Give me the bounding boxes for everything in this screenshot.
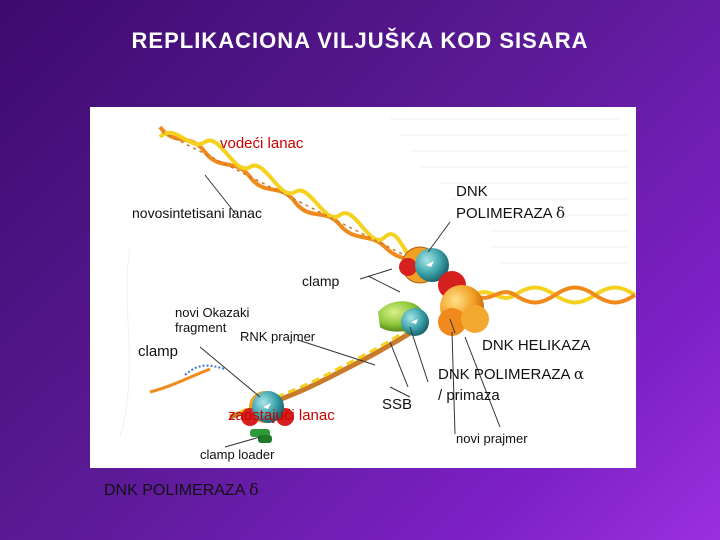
- ssb-label: SSB: [382, 396, 413, 413]
- clamp-left-label: clamp: [138, 343, 179, 360]
- parental-dna-helix: [473, 285, 636, 305]
- helicase: [438, 271, 489, 336]
- pol-alpha-label-line2: / primaza: [438, 387, 500, 404]
- okazaki-label-line2: fragment: [175, 320, 227, 335]
- clamp-top-label: clamp: [302, 273, 340, 289]
- okazaki-label-line1: novi Okazaki: [175, 305, 250, 320]
- pol-delta-top-label-line2: POLIMERAZA δ: [456, 204, 565, 222]
- helicase-label: DNK HELIKAZA: [482, 337, 591, 354]
- page-title: REPLIKACIONA VILJUŠKA KOD SISARA: [131, 28, 589, 53]
- polymerase-delta-top: [399, 246, 449, 284]
- background-texture: [119, 118, 630, 438]
- new-primer-label: novi prajmer: [456, 431, 528, 446]
- new-strand-label: novosintetisani lanac: [132, 205, 262, 221]
- pol-delta-top-text: POLIMERAZA: [456, 205, 552, 222]
- pol-alpha-text: DNK POLIMERAZA: [438, 366, 570, 383]
- pol-alpha-symbol: α: [573, 365, 585, 383]
- leading-strand-label: vodeći lanac: [220, 135, 304, 152]
- pol-delta-top-symbol: δ: [556, 204, 566, 222]
- diagram-panel: vodeći lanac novosintetisani lanac DNK P…: [90, 107, 636, 468]
- pol-delta-bottom-text: DNK POLIMERAZA: [104, 482, 245, 499]
- leader-lines: [199, 174, 501, 448]
- pol-delta-top-label-line1: DNK: [456, 183, 488, 200]
- replication-fork-diagram: [119, 118, 636, 448]
- polymerase-delta-bottom: [241, 391, 294, 443]
- pol-alpha-label-line1: DNK POLIMERAZA α: [438, 365, 584, 383]
- pol-delta-bottom-symbol: δ: [248, 480, 259, 499]
- clamp-loader-label: clamp loader: [200, 447, 275, 462]
- leading-strand-helix: [158, 125, 422, 269]
- polymerase-alpha-primase: [378, 301, 429, 336]
- pol-delta-bottom-label: DNK POLIMERAZA δ: [104, 480, 259, 500]
- rna-primer-label: RNK prajmer: [240, 329, 316, 344]
- lagging-strand-label: zaostajući lanac: [228, 407, 335, 424]
